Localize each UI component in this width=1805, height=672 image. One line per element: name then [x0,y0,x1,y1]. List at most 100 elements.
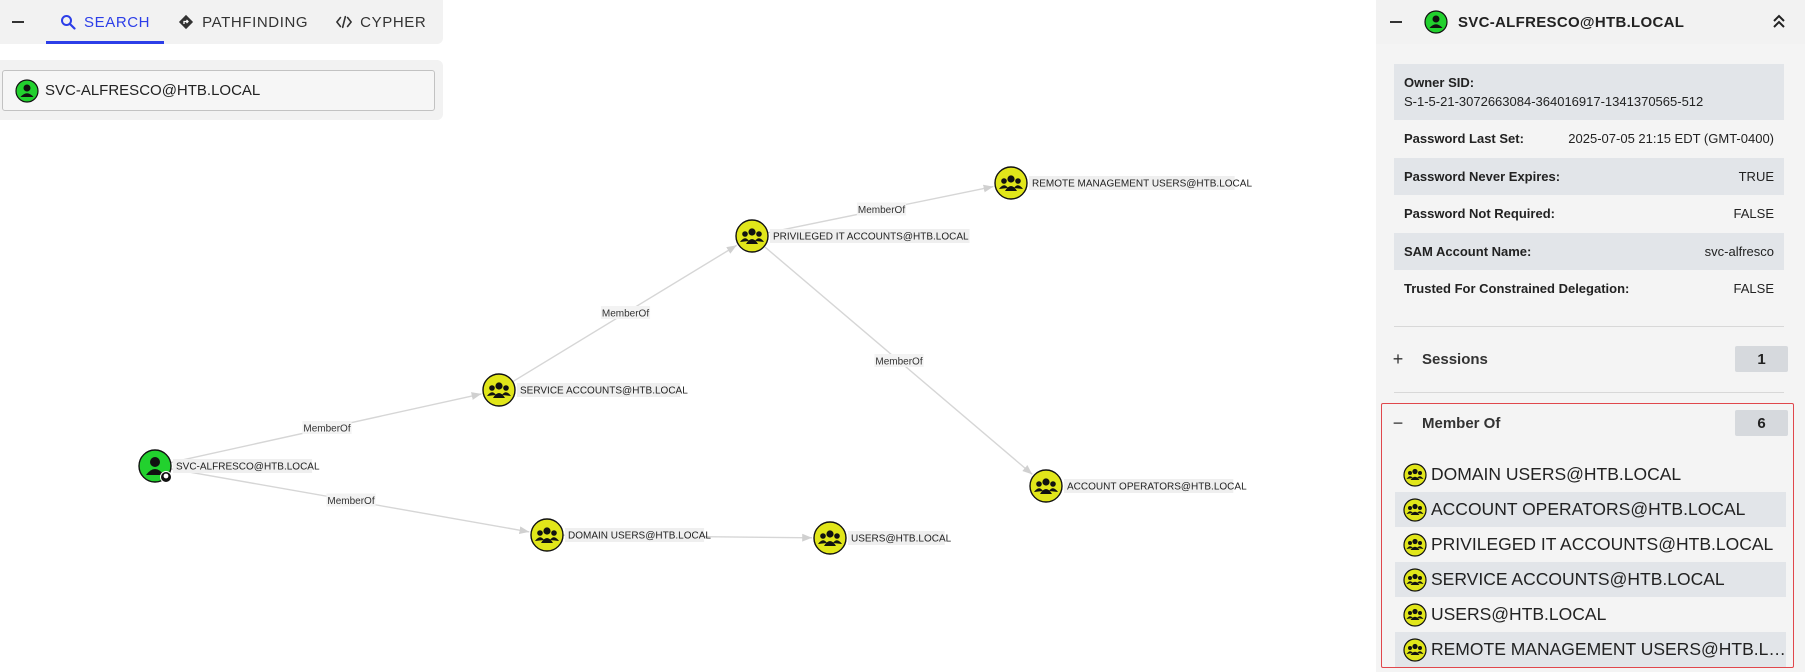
group-glyph [1050,481,1056,487]
member-of-item[interactable]: USERS@HTB.LOCAL [1395,597,1786,632]
group-node-icon [1403,567,1427,592]
node-label: DOMAIN USERS@HTB.LOCAL [568,531,711,542]
group-glyph [748,228,756,236]
member-of-section-header[interactable]: − Member Of 6 [1388,403,1788,443]
node-label-background [1029,176,1235,190]
member-of-section: DOMAIN USERS@HTB.LOCAL ACCOUNT OPERATORS… [1381,403,1794,668]
group-glyph [826,530,834,538]
group-node-icon [1403,602,1427,627]
member-of-item[interactable]: REMOTE MANAGEMENT USERS@HTB.LOCAL [1395,632,1786,667]
explore-tabbar: SEARCH PATHFINDING CYPHER [0,0,443,44]
search-icon [61,15,76,30]
edge-label-background [874,354,924,367]
tab-pathfinding-label: PATHFINDING [202,13,309,31]
group-glyph [489,385,495,391]
graph-node-domain-users-htb-local[interactable]: DOMAIN USERS@HTB.LOCAL [530,518,711,552]
divider [1394,392,1784,393]
node-label: USERS@HTB.LOCAL [851,534,952,545]
edge-label-background [600,306,651,319]
node-label: ACCOUNT OPERATORS@HTB.LOCAL [1067,482,1247,493]
group-glyph [1015,178,1021,184]
group-glyph [746,239,758,244]
property-key: Password Last Set: [1404,131,1524,147]
graph-node-privileged-it-accounts-htb-local[interactable]: PRIVILEGED IT ACCOUNTS@HTB.LOCAL [735,219,970,253]
member-of-item-label: SERVICE ACCOUNTS@HTB.LOCAL [1431,569,1725,589]
collapse-search-button[interactable] [0,0,36,44]
group-node-icon [994,166,1028,200]
sessions-count-badge: 1 [1735,346,1788,372]
user-glyph-body [146,469,164,475]
property-value: 2025-07-05 21:15 EDT (GMT-0400) [1568,131,1774,147]
property-value: svc-alfresco [1704,243,1774,259]
node-label: PRIVILEGED IT ACCOUNTS@HTB.LOCAL [773,232,969,243]
member-of-item[interactable]: DOMAIN USERS@HTB.LOCAL [1395,457,1786,492]
group-glyph [1001,178,1007,184]
property-sam-account-name: SAM Account Name: svc-alfresco [1394,232,1784,270]
minus-icon [12,21,24,23]
graph-node-remote-management-users-htb-local[interactable]: REMOTE MANAGEMENT USERS@HTB.LOCAL [994,166,1252,200]
group-glyph [541,538,553,543]
graph-node-service-accounts-htb-local[interactable]: SERVICE ACCOUNTS@HTB.LOCAL [482,373,688,407]
group-glyph [1034,488,1058,492]
sessions-section-header[interactable]: + Sessions 1 [1388,339,1788,379]
expand-icon: + [1392,348,1404,369]
property-trusted-for-constrained-delegation: Trusted For Constrained Delegation: FALS… [1394,270,1784,308]
group-node-icon [813,521,847,555]
group-glyph [503,385,509,391]
node-label-background [1064,479,1234,493]
tab-search-label: SEARCH [84,13,151,31]
group-glyph [824,541,836,546]
property-value: S-1-5-21-3072663084-364016917-1341370565… [1404,94,1704,109]
user-node-icon [1424,10,1448,34]
group-glyph [551,530,557,536]
member-of-item-label: PRIVILEGED IT ACCOUNTS@HTB.LOCAL [1431,534,1774,554]
tab-cypher[interactable]: CYPHER [322,0,440,44]
property-key: Trusted For Constrained Delegation: [1404,281,1630,297]
group-node-icon [1403,532,1427,557]
property-password-not-required: Password Not Required: FALSE [1394,195,1784,233]
search-input[interactable]: SVC-ALFRESCO@HTB.LOCAL [2,70,435,111]
property-password-never-expires: Password Never Expires: TRUE [1394,157,1784,195]
property-key: Password Never Expires: [1404,168,1561,184]
node-properties: Owner SID: S-1-5-21-3072663084-364016917… [1394,64,1784,308]
chevron-double-up-icon[interactable] [1771,13,1787,31]
member-of-list: DOMAIN USERS@HTB.LOCAL ACCOUNT OPERATORS… [1395,457,1786,667]
owned-badge-glyph [163,473,169,479]
divider [1394,326,1784,327]
group-node-icon [1029,469,1063,503]
member-of-item[interactable]: PRIVILEGED IT ACCOUNTS@HTB.LOCAL [1395,527,1786,562]
graph-node-users-htb-local[interactable]: USERS@HTB.LOCAL [813,521,952,555]
group-node-icon [530,518,564,552]
group-glyph [740,238,764,242]
node-detail-title: SVC-ALFRESCO@HTB.LOCAL [1458,13,1685,31]
edge-label-background [326,493,376,507]
group-glyph [1005,186,1017,191]
graph-canvas[interactable]: MemberOfMemberOfMemberOfMemberOfMemberOf… [0,120,1370,672]
group-glyph [1042,478,1050,486]
member-of-label: Member Of [1422,414,1501,432]
group-node-icon [1403,462,1427,487]
member-of-item[interactable]: SERVICE ACCOUNTS@HTB.LOCAL [1395,562,1786,597]
edge-label: MemberOf [858,205,905,216]
tab-search[interactable]: SEARCH [46,0,165,44]
graph-node-account-operators-htb-local[interactable]: ACCOUNT OPERATORS@HTB.LOCAL [1029,469,1247,503]
node-label: SVC-ALFRESCO@HTB.LOCAL [176,462,320,473]
group-glyph [742,231,748,237]
group-node-icon [1403,497,1427,522]
node-label: REMOTE MANAGEMENT USERS@HTB.LOCAL [1032,179,1252,190]
collapse-detail-button[interactable] [1390,21,1402,23]
node-label: SERVICE ACCOUNTS@HTB.LOCAL [520,386,688,397]
group-node-icon [482,373,516,407]
group-glyph [834,533,840,539]
member-of-count-badge: 6 [1735,410,1788,436]
property-key: SAM Account Name: [1404,243,1532,259]
group-glyph [535,537,559,541]
graph-node-svc-alfresco-htb-local[interactable]: SVC-ALFRESCO@HTB.LOCAL [138,449,320,483]
sessions-label: Sessions [1422,350,1488,368]
edge-label: MemberOf [303,424,350,435]
member-of-item[interactable]: ACCOUNT OPERATORS@HTB.LOCAL [1395,492,1786,527]
group-glyph [820,533,826,539]
member-of-item-label: ACCOUNT OPERATORS@HTB.LOCAL [1431,499,1746,519]
property-key: Password Not Required: [1404,206,1555,222]
tab-pathfinding[interactable]: PATHFINDING [164,0,322,44]
